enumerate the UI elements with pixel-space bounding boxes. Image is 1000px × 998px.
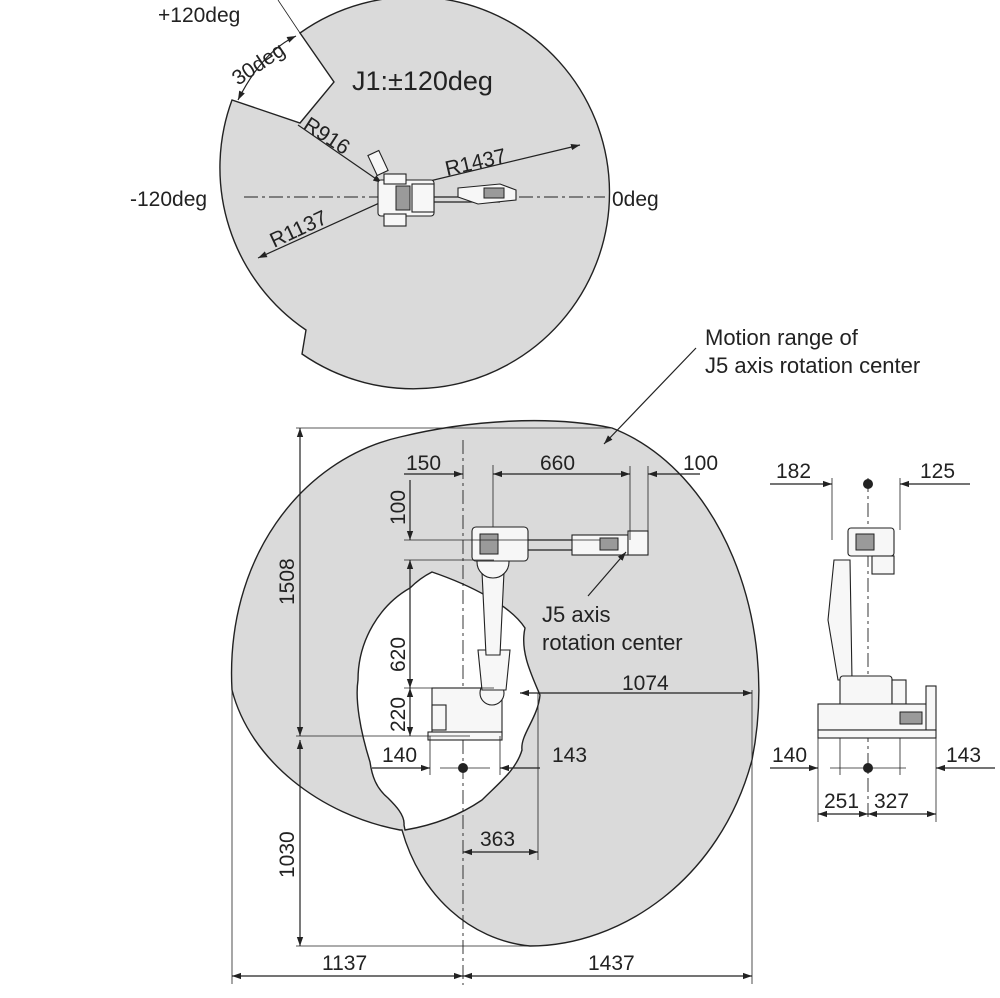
side-view-base-point: [458, 763, 468, 773]
angle-minus-label: -120deg: [130, 188, 207, 211]
dim-251-label: 251: [824, 790, 859, 813]
notch-angle-arc: [237, 35, 297, 101]
motion-range-label-line1: Motion range of: [705, 325, 859, 350]
front-dim-143-label: 143: [946, 744, 981, 767]
front-view: 182 125 140 143 251 327: [770, 460, 995, 822]
front-dim-140-label: 140: [772, 744, 807, 767]
robot-side-view: [427, 526, 649, 741]
dim-125-label: 125: [920, 460, 955, 483]
top-view: +120deg -120deg 0deg 30deg J1:±120deg R9…: [130, 0, 659, 390]
dim-1508-label: 1508: [276, 558, 299, 605]
front-view-top-point: [863, 479, 873, 489]
dim-140-label: 140: [382, 744, 417, 767]
dim-100-top-label: 100: [683, 452, 718, 475]
motion-range-label-line2: J5 axis rotation center: [705, 353, 920, 378]
dim-1030-label: 1030: [276, 831, 299, 878]
side-view: Motion range of J5 axis rotation center …: [230, 325, 920, 985]
j1-range-label: J1:±120deg: [352, 66, 493, 96]
dim-1074-label: 1074: [622, 672, 669, 695]
dim-143-label: 143: [552, 744, 587, 767]
robot-front-view: [817, 527, 937, 739]
radius-r1137-line: [257, 199, 387, 259]
dim-620-label: 620: [387, 637, 410, 672]
dim-660-label: 660: [540, 452, 575, 475]
angle-plus-label: +120deg: [158, 4, 240, 27]
notch-extension-line: [277, 0, 301, 34]
notch-angle-label: 30deg: [228, 38, 289, 90]
dim-220-label: 220: [387, 697, 410, 732]
dim-1137-label: 1137: [322, 952, 367, 975]
robot-top-view: [367, 149, 517, 227]
dim-150-label: 150: [406, 452, 441, 475]
dim-327-label: 327: [874, 790, 909, 813]
dim-1437-label: 1437: [588, 952, 635, 975]
j5-center-callout-line: [587, 551, 627, 597]
j5-center-label-line1: J5 axis: [542, 602, 610, 627]
dim-100-vert-label: 100: [387, 490, 410, 525]
j5-center-label-line2: rotation center: [542, 630, 683, 655]
dim-182-label: 182: [776, 460, 811, 483]
radius-r916-line: [297, 124, 383, 184]
dim-363-label: 363: [480, 828, 515, 851]
motion-range-callout-line: [603, 347, 697, 445]
angle-zero-label: 0deg: [612, 188, 659, 211]
